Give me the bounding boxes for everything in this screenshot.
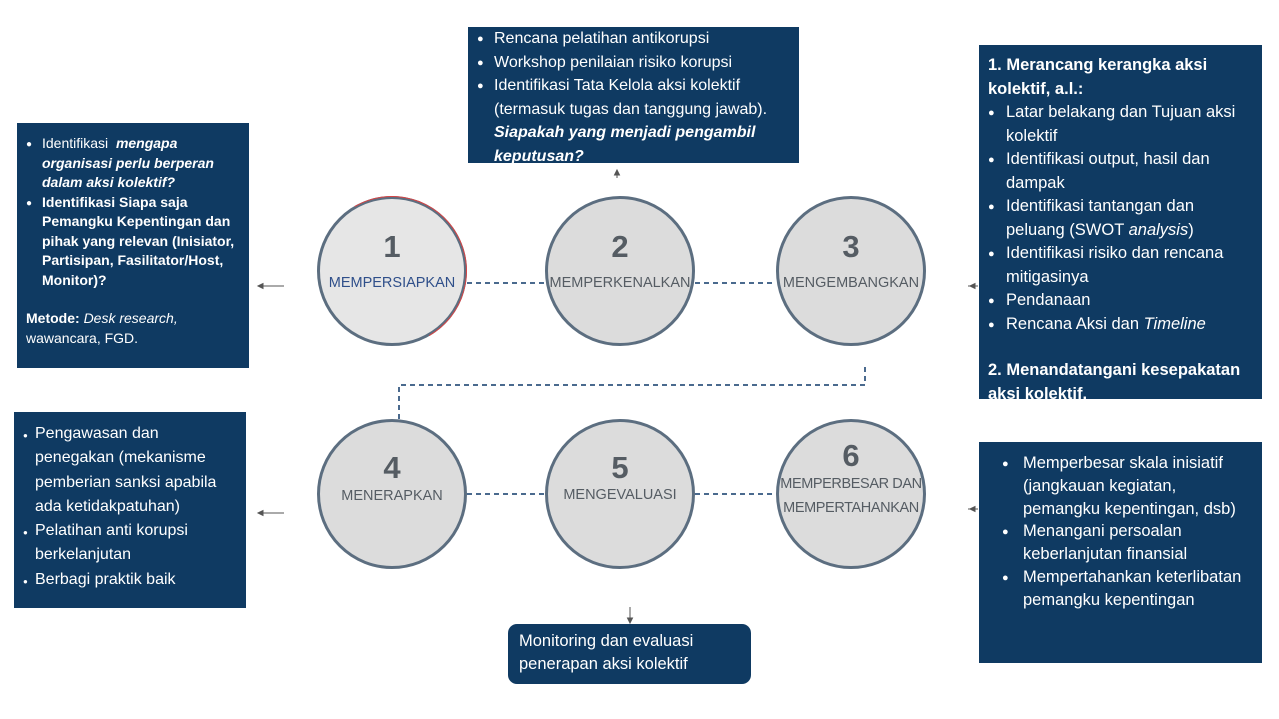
list-item: Pendanaan xyxy=(988,289,1252,313)
box-right-top-list: Latar belakang dan Tujuan aksi kolektif … xyxy=(988,101,1252,336)
list-item: Identifikasi risiko dan rencana mitigasi… xyxy=(988,242,1252,289)
step-label: MENGEVALUASI xyxy=(563,487,677,503)
heading-framework: 1. Merancang kerangka aksi kolektif, a.l… xyxy=(988,56,1208,98)
box-memperkenalkan-details: Rencana pelatihan antikorupsi Workshop p… xyxy=(468,27,799,165)
list-item: Workshop penilaian risiko korupsi xyxy=(477,51,789,74)
step-number: 4 xyxy=(383,450,401,485)
step-circle-1: 1 MEMPERSIAPKAN xyxy=(300,179,484,363)
step-number: 6 xyxy=(842,438,860,473)
step-number: 1 xyxy=(383,229,401,264)
list-item: Pelatihan anti korupsi berkelanjutan xyxy=(23,519,238,568)
box-memperbesar-details: Memperbesar skala inisiatif (jangkauan k… xyxy=(979,442,1262,663)
method-text: Metode: Desk research, wawancara, FGD. xyxy=(26,310,178,346)
step-number: 2 xyxy=(611,229,629,264)
connector-3-4 xyxy=(398,367,866,419)
step-circle-5: 5 MENGEVALUASI xyxy=(545,419,695,569)
box-left-bottom-list: Pengawasan dan penegakan (mekanisme pemb… xyxy=(23,422,238,595)
step-circle-4: 4 MENERAPKAN xyxy=(317,419,467,569)
step-circle-2: 2 MEMPERKENALKAN xyxy=(545,196,695,346)
box-mempersiapkan-details: Identifikasi mengapa organisasi perlu be… xyxy=(17,123,249,368)
step-label-line-2: MEMPERTAHANKAN xyxy=(783,500,919,516)
step-number: 5 xyxy=(611,450,629,485)
list-item: Identifikasi Tata Kelola aksi kolektif (… xyxy=(477,74,789,168)
box-top-list: Rencana pelatihan antikorupsi Workshop p… xyxy=(477,27,789,168)
list-item: Berbagi praktik baik xyxy=(23,568,238,595)
list-item: Mempertahankan keterlibatan pemangku kep… xyxy=(1002,566,1252,612)
step-circle-6: 6 MEMPERBESAR DAN MEMPERTAHANKAN xyxy=(776,419,926,569)
list-item: Identifikasi mengapa organisasi perlu be… xyxy=(26,134,241,193)
heading-agreement: 2. Menandatangani kesepakatan aksi kolek… xyxy=(988,361,1241,403)
box-menerapkan-details: Pengawasan dan penegakan (mekanisme pemb… xyxy=(14,412,246,608)
step-label: MEMPERSIAPKAN xyxy=(328,275,456,291)
list-item: Identifikasi tantangan dan peluang (SWOT… xyxy=(988,195,1252,242)
decision-maker-question: Siapakah yang menjadi pengambil keputusa… xyxy=(494,124,756,165)
list-item: Rencana Aksi dan Timeline xyxy=(988,313,1252,336)
list-item: Menangani persoalan keberlanjutan finans… xyxy=(1002,520,1252,566)
list-item: Identifikasi Siapa saja Pemangku Kepenti… xyxy=(26,193,241,291)
step-label-line-1: MEMPERBESAR DAN xyxy=(780,476,922,492)
list-item: Pengawasan dan penegakan (mekanisme pemb… xyxy=(23,422,238,519)
list-item: Identifikasi output, hasil dan dampak xyxy=(988,148,1252,195)
box-mengembangkan-details: 1. Merancang kerangka aksi kolektif, a.l… xyxy=(979,45,1262,403)
step-number: 3 xyxy=(842,229,860,264)
list-item: Rencana pelatihan antikorupsi xyxy=(477,27,789,51)
list-item: Memperbesar skala inisiatif (jangkauan k… xyxy=(1002,452,1252,520)
step-label: MEMPERKENALKAN xyxy=(549,275,691,291)
box-left-top-list: Identifikasi mengapa organisasi perlu be… xyxy=(26,134,241,290)
step-circle-3: 3 MENGEMBANGKAN xyxy=(776,196,926,346)
step-label: MENERAPKAN xyxy=(341,488,443,504)
list-item: Latar belakang dan Tujuan aksi kolektif xyxy=(988,101,1252,148)
box-right-bottom-list: Memperbesar skala inisiatif (jangkauan k… xyxy=(1002,452,1252,612)
box-mengevaluasi-details: Monitoring dan evaluasi penerapan aksi k… xyxy=(508,624,751,684)
step-label: MENGEMBANGKAN xyxy=(782,275,920,291)
